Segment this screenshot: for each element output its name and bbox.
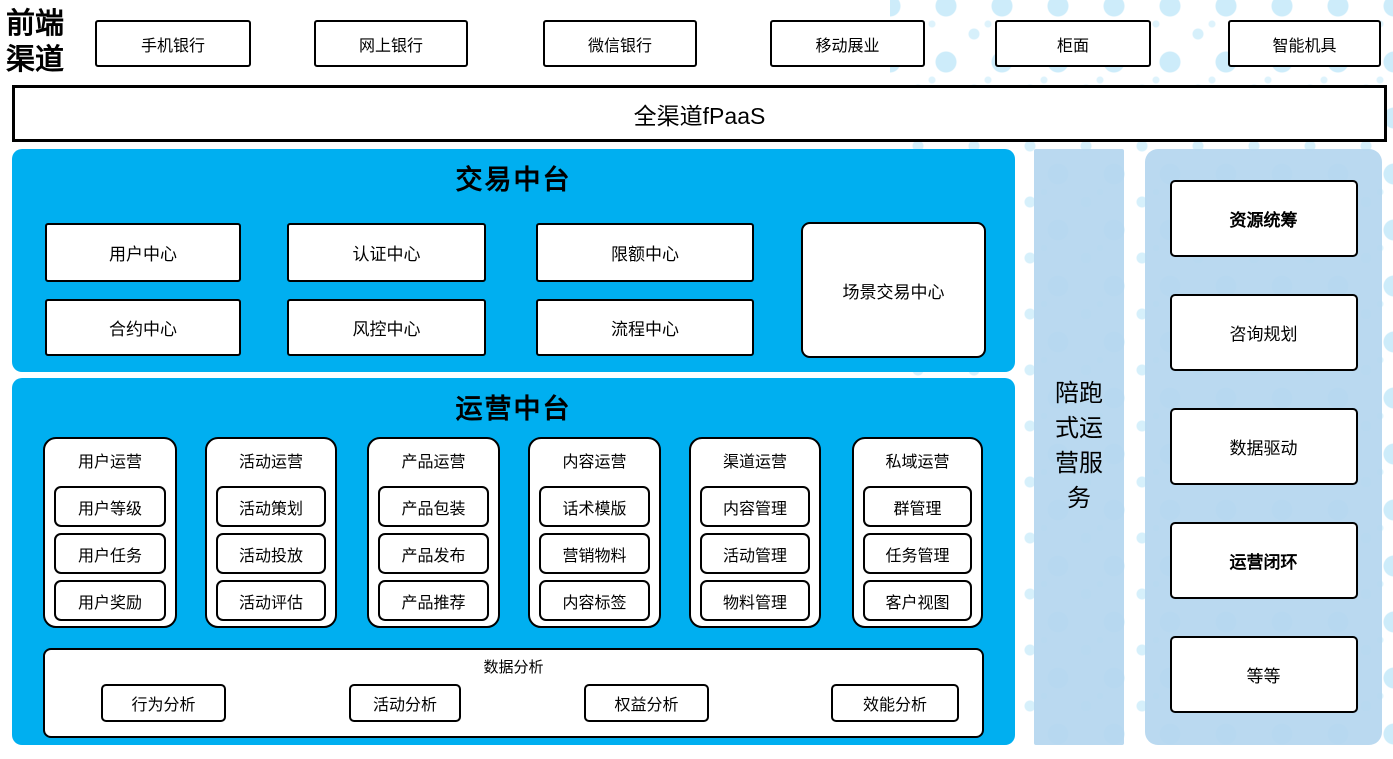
column-activity-operations: 活动运营 活动策划 活动投放 活动评估 — [205, 437, 337, 628]
channel-box-wechat-banking: 微信银行 — [543, 20, 697, 67]
column-title: 内容运营 — [562, 454, 627, 471]
item-customer-view: 客户视图 — [863, 580, 972, 621]
box-limit-center: 限额中心 — [536, 223, 754, 282]
box-process-center: 流程中心 — [536, 299, 754, 356]
box-contract-center: 合约中心 — [45, 299, 241, 356]
column-title: 渠道运营 — [722, 454, 787, 471]
service-panel: 资源统筹 咨询规划 数据驱动 运营闭环 等等 — [1145, 149, 1382, 745]
item-activity-evaluation: 活动评估 — [216, 580, 326, 621]
item-efficiency-analysis: 效能分析 — [831, 684, 959, 722]
box-user-center: 用户中心 — [45, 223, 241, 282]
item-material-management: 物料管理 — [700, 580, 810, 621]
item-content-management: 内容管理 — [700, 486, 810, 527]
item-content-tag: 内容标签 — [539, 580, 650, 621]
column-title: 产品运营 — [401, 454, 466, 471]
item-script-template: 话术模版 — [539, 486, 650, 527]
frontend-channels-label: 前端渠道 — [6, 8, 65, 77]
box-risk-center: 风控中心 — [287, 299, 486, 356]
box-auth-center: 认证中心 — [287, 223, 486, 282]
service-box-data-driven: 数据驱动 — [1169, 408, 1358, 485]
item-behavior-analysis: 行为分析 — [101, 684, 226, 722]
item-group-management: 群管理 — [863, 486, 972, 527]
column-title: 用户运营 — [77, 454, 142, 471]
operations-platform-title: 运营中台 — [455, 394, 572, 424]
item-rights-analysis: 权益分析 — [584, 684, 709, 722]
column-user-operations: 用户运营 用户等级 用户任务 用户奖励 — [43, 437, 177, 628]
service-box-etc: 等等 — [1169, 636, 1358, 713]
item-activity-analysis: 活动分析 — [349, 684, 461, 722]
data-analysis-section: 数据分析 行为分析 活动分析 权益分析 效能分析 — [43, 648, 984, 738]
column-private-domain-operations: 私域运营 群管理 任务管理 客户视图 — [852, 437, 983, 628]
service-box-resource-coordination: 资源统筹 — [1169, 180, 1358, 257]
data-analysis-title: 数据分析 — [483, 659, 544, 676]
transaction-platform-section: 交易中台 用户中心 认证中心 限额中心 合约中心 风控中心 流程中心 场景交易中… — [12, 149, 1015, 372]
item-user-reward: 用户奖励 — [54, 580, 166, 621]
accompanying-operations-service-label: 陪跑式运营服务 — [1055, 380, 1103, 512]
column-channel-operations: 渠道运营 内容管理 活动管理 物料管理 — [689, 437, 821, 628]
channel-box-mobile-sales: 移动展业 — [770, 20, 925, 67]
operations-platform-section: 运营中台 用户运营 用户等级 用户任务 用户奖励 活动运营 活动策划 活动投放 … — [12, 378, 1015, 745]
box-scenario-transaction-center: 场景交易中心 — [801, 222, 986, 358]
fpaas-bar: 全渠道fPaaS — [12, 85, 1387, 142]
channel-box-mobile-banking: 手机银行 — [95, 20, 251, 67]
item-marketing-material: 营销物料 — [539, 533, 650, 574]
channel-box-counter: 柜面 — [995, 20, 1151, 67]
item-activity-launch: 活动投放 — [216, 533, 326, 574]
item-activity-planning: 活动策划 — [216, 486, 326, 527]
item-user-level: 用户等级 — [54, 486, 166, 527]
column-title: 私域运营 — [885, 454, 950, 471]
channel-box-smart-machines: 智能机具 — [1228, 20, 1381, 67]
column-title: 活动运营 — [238, 454, 303, 471]
accompanying-operations-service-bar: 陪跑式运营服务 — [1034, 149, 1124, 745]
item-product-packaging: 产品包装 — [378, 486, 489, 527]
column-content-operations: 内容运营 话术模版 营销物料 内容标签 — [528, 437, 661, 628]
service-box-operations-closed-loop: 运营闭环 — [1169, 522, 1358, 599]
transaction-platform-title: 交易中台 — [455, 165, 572, 195]
service-box-consulting-planning: 咨询规划 — [1169, 294, 1358, 371]
column-product-operations: 产品运营 产品包装 产品发布 产品推荐 — [367, 437, 500, 628]
item-user-task: 用户任务 — [54, 533, 166, 574]
item-product-recommendation: 产品推荐 — [378, 580, 489, 621]
item-product-release: 产品发布 — [378, 533, 489, 574]
channel-box-online-banking: 网上银行 — [314, 20, 468, 67]
item-activity-management: 活动管理 — [700, 533, 810, 574]
item-task-management: 任务管理 — [863, 533, 972, 574]
